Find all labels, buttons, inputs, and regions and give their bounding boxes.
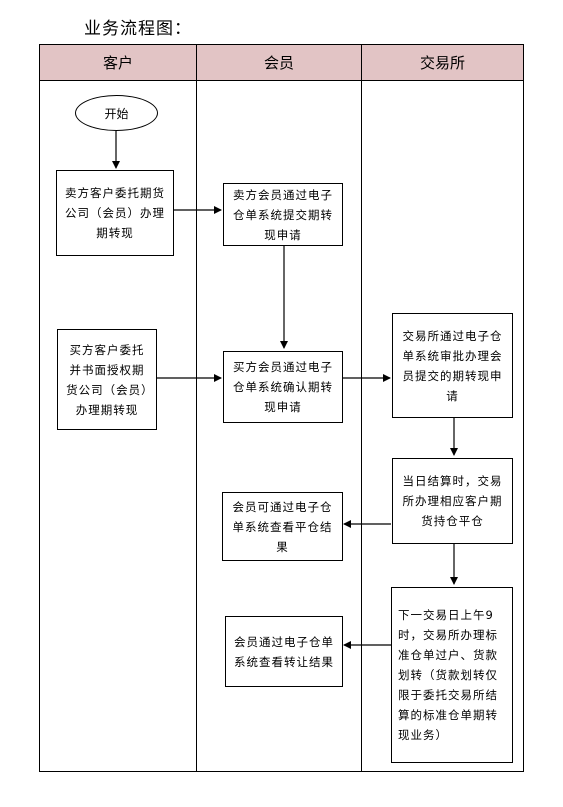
lane-divider bbox=[361, 44, 362, 772]
page-title: 业务流程图： bbox=[84, 19, 192, 39]
member-view-close-box: 会员可通过电子仓单系统查看平仓结果 bbox=[222, 492, 343, 561]
lane-header-client: 客户 bbox=[39, 44, 197, 81]
lane-header-exchange: 交易所 bbox=[361, 44, 524, 81]
lane-divider bbox=[196, 44, 197, 772]
settlement-box: 当日结算时，交易所办理相应客户期货持仓平仓 bbox=[392, 458, 513, 544]
exchange-review-box: 交易所通过电子仓单系统审批办理会员提交的期转现申请 bbox=[392, 313, 513, 418]
start-node: 开始 bbox=[75, 95, 158, 131]
seller-member-box: 卖方会员通过电子仓单系统提交期转现申请 bbox=[223, 183, 343, 246]
buyer-client-box: 买方客户委托并书面授权期货公司（会员）办理期转现 bbox=[57, 329, 157, 430]
seller-client-box: 卖方客户委托期货公司（会员）办理期转现 bbox=[56, 170, 174, 256]
buyer-member-box: 买方会员通过电子仓单系统确认期转现申请 bbox=[223, 351, 343, 423]
transfer-box: 下一交易日上午9时，交易所办理标准仓单过户、货款划转（货款划转仅限于委托交易所结… bbox=[391, 587, 513, 763]
member-view-transfer-box: 会员通过电子仓单系统查看转让结果 bbox=[225, 616, 343, 687]
